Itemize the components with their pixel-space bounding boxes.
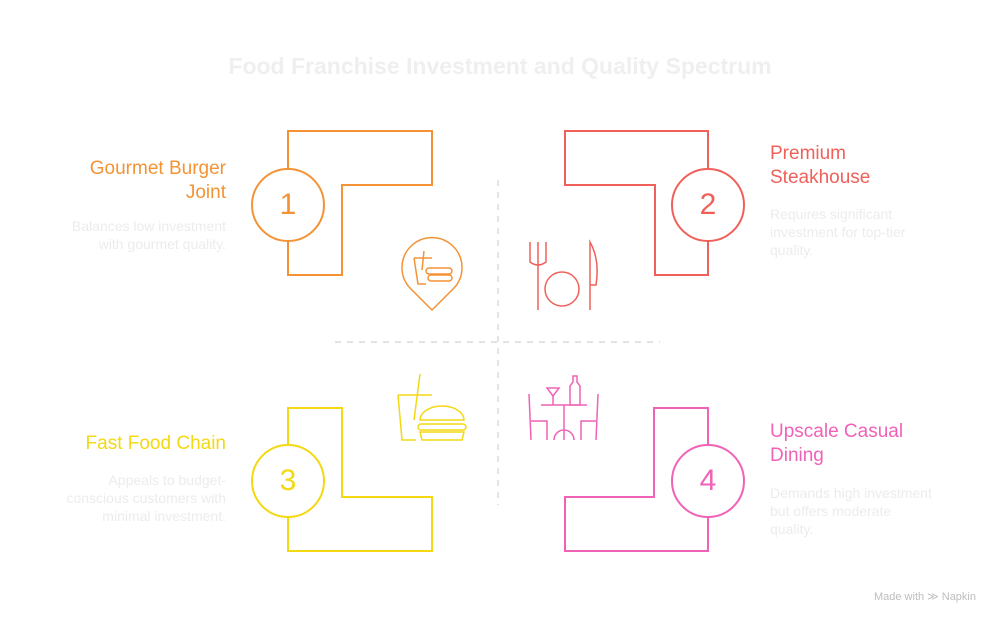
label-line: Steakhouse (770, 167, 871, 188)
diagram-title: Food Franchise Investment and Quality Sp… (228, 53, 772, 79)
description-line: but offers moderate (770, 503, 892, 519)
napkin-watermark: Made with ≫ Napkin (873, 591, 976, 603)
quadrant-3-label: Fast Food Chain (86, 432, 226, 456)
quadrant-1-number: 1 (279, 188, 297, 221)
label-line: Fast Food Chain (85, 433, 226, 454)
table-wine-icon (528, 375, 599, 441)
quadrant-2-number: 2 (699, 188, 717, 221)
description-line: Requires significant (770, 206, 893, 222)
burger-drink-pin-icon (401, 236, 463, 312)
quadrant-3-description: Appeals to budget- conscious customers w… (66, 471, 226, 525)
description-line: investment for top-tier (770, 224, 906, 240)
quadrant-4-shape (564, 407, 745, 552)
description-line: Appeals to budget- (108, 472, 226, 488)
quadrant-1-shape (251, 130, 433, 276)
quadrant-1-description: Balances low investment with gourmet qua… (72, 217, 226, 253)
quadrant-3-shape (251, 407, 433, 552)
label-line: Premium (770, 143, 847, 164)
quadrant-2-shape (564, 130, 745, 276)
label-line: Upscale Casual (770, 421, 904, 442)
description-line: with gourmet quality. (98, 236, 226, 252)
quadrant-1-label: Gourmet Burger Joint (90, 157, 226, 205)
label-line: Gourmet Burger (89, 158, 226, 179)
description-line: Demands high investment (770, 485, 932, 501)
quadrant-3-number: 3 (279, 464, 297, 497)
quadrant-4-description: Demands high investment but offers moder… (770, 484, 932, 538)
quadrant-2-label: Premium Steakhouse (770, 142, 870, 190)
description-line: quality. (770, 242, 814, 258)
plate-fork-knife-icon (529, 239, 598, 310)
description-line: Balances low investment (71, 218, 226, 234)
quadrant-2-description: Requires significant investment for top-… (770, 205, 905, 259)
description-line: minimal investment. (102, 508, 226, 524)
label-line: Joint (185, 182, 226, 203)
label-line: Dining (770, 445, 824, 466)
description-line: conscious customers with (66, 490, 226, 506)
burger-drink-icon (397, 373, 467, 441)
quadrant-4-label: Upscale Casual Dining (770, 420, 903, 468)
description-line: quality. (770, 521, 814, 537)
quadrant-4-number: 4 (699, 464, 717, 497)
